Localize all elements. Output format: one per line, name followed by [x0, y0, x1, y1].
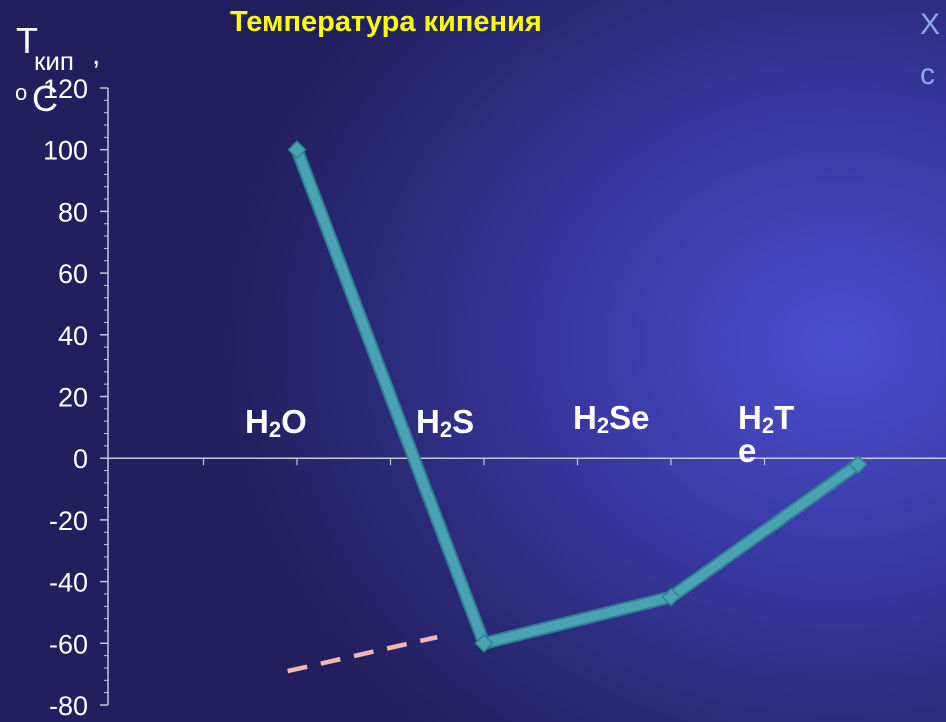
right-cut-text-line1: Х — [920, 8, 941, 41]
data-point — [661, 587, 681, 607]
category-label-h2s: H2S — [416, 403, 475, 442]
y-tick-label: 80 — [58, 197, 88, 227]
y-tick-label: -20 — [49, 506, 88, 536]
y-tick-label: 40 — [58, 321, 88, 351]
extrapolation-dash — [287, 634, 438, 674]
y-axis-label-degree: o — [15, 80, 28, 105]
extrapolation-dashed-line — [287, 634, 438, 674]
series-line — [292, 145, 863, 648]
right-cut-text-line2: с — [920, 58, 935, 91]
y-axis-label-subscript: кип — [34, 46, 74, 76]
y-tick-label: 100 — [43, 136, 88, 166]
data-point — [474, 633, 494, 653]
x-axis — [108, 457, 946, 466]
y-tick-label: 60 — [58, 259, 88, 289]
y-tick-label: -60 — [49, 629, 88, 659]
category-label-h2se: H2Se — [573, 399, 650, 438]
y-axis-label-comma: , — [92, 38, 101, 71]
y-tick-label: 0 — [73, 444, 88, 474]
series — [287, 140, 868, 653]
data-point — [287, 140, 307, 160]
y-tick-label: -40 — [49, 568, 88, 598]
y-tick-label: 120 — [43, 74, 88, 104]
y-axis: -80 -60 -40 -20 0 20 40 60 80 100 120 — [43, 74, 109, 721]
chart-title: Температура кипения — [230, 6, 542, 38]
y-tick-label: -80 — [49, 691, 88, 721]
y-axis-label-unit: C — [32, 78, 58, 119]
category-label-h2o: H2O — [245, 403, 307, 442]
y-axis-label-symbol: T — [16, 20, 38, 61]
y-tick-label: 20 — [58, 383, 88, 413]
series-line-shadow — [290, 143, 865, 650]
data-point — [848, 454, 868, 474]
